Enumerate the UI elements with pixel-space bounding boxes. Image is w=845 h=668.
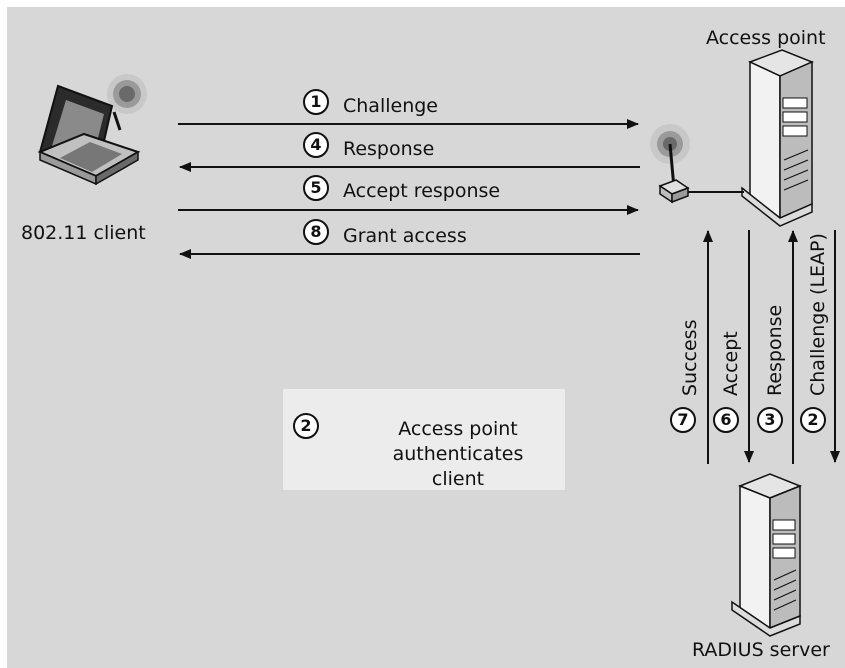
step-badge: 6 bbox=[713, 407, 739, 433]
step-badge: 4 bbox=[303, 132, 329, 158]
server-message-label: Challenge (LEAP) bbox=[807, 233, 829, 396]
message-label: Grant access bbox=[343, 225, 467, 247]
note-text: Access point authenticates client bbox=[392, 418, 524, 490]
wireless-antenna-icon bbox=[650, 124, 744, 204]
server-message-label: Response bbox=[764, 304, 786, 396]
message-label: Accept response bbox=[343, 180, 501, 202]
step-badge: 8 bbox=[303, 219, 329, 245]
step-badge: 5 bbox=[303, 175, 329, 201]
server-message-label: Accept bbox=[720, 331, 742, 396]
step-badge: 7 bbox=[670, 407, 696, 433]
step-badge: 2 bbox=[800, 407, 826, 433]
message-label: Response bbox=[343, 138, 435, 160]
step-badge: 1 bbox=[303, 89, 329, 115]
step-badge: 3 bbox=[757, 407, 783, 433]
access-point-server-icon bbox=[741, 49, 814, 227]
server-message-label: Success bbox=[679, 319, 701, 396]
diagram-background bbox=[7, 7, 845, 668]
laptop-icon bbox=[37, 74, 147, 186]
message-label: Challenge bbox=[343, 95, 438, 117]
radius-server-icon bbox=[731, 473, 803, 637]
note-box: 2 Access point authenticates client bbox=[283, 389, 565, 490]
radius-server-label: RADIUS server bbox=[692, 639, 830, 661]
access-point-label: Access point bbox=[706, 27, 826, 49]
client-label: 802.11 client bbox=[21, 222, 146, 244]
step-badge: 2 bbox=[293, 413, 319, 439]
